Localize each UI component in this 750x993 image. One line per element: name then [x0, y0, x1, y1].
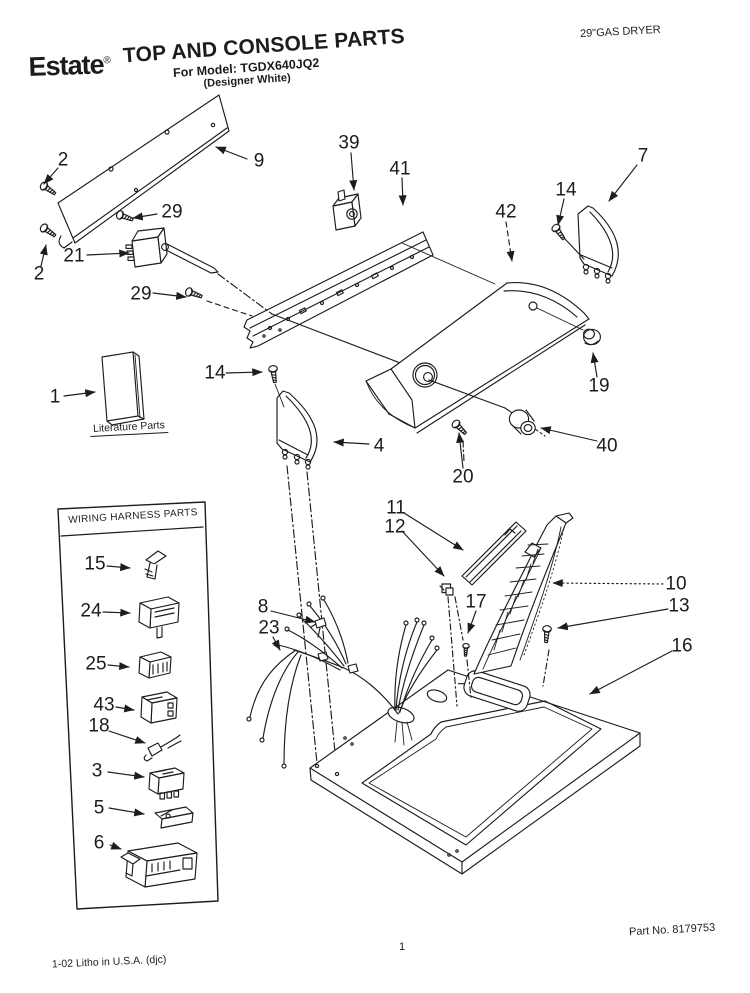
push-clip-icon [145, 551, 166, 579]
callout-2-lower: 2 [33, 263, 45, 285]
callout-1: 1 [49, 386, 61, 408]
multi-slot-connector-icon [149, 768, 184, 799]
callout-15: 15 [84, 553, 106, 575]
screw-14-left [267, 364, 284, 407]
callout-29-upper: 29 [161, 201, 183, 223]
terminal-block-icon [121, 843, 197, 887]
screw-14-right [550, 222, 584, 259]
callout-24: 24 [80, 600, 102, 622]
console-end-cap-left [277, 391, 317, 469]
console-support-rail [244, 232, 495, 348]
callout-19: 19 [588, 375, 610, 397]
screw-29-upper [114, 209, 135, 225]
callout-43: 43 [93, 694, 115, 716]
rear-console-panel [58, 95, 229, 248]
registered-mark: ® [103, 55, 110, 67]
lint-screen-clip [440, 584, 453, 595]
push-switch [333, 190, 361, 230]
screw-29-lower [183, 286, 252, 316]
callout-9: 9 [253, 150, 265, 172]
console-panel [366, 283, 589, 436]
screw-13 [541, 624, 553, 686]
main-wire-harness [247, 596, 439, 768]
crimp-terminal-icon [144, 735, 181, 761]
connector-shell-icon [141, 692, 177, 723]
screw-2-upper [38, 180, 59, 198]
brand-logo: Estate® [28, 49, 110, 82]
connector-cover-icon [155, 807, 193, 828]
callout-12: 12 [384, 516, 406, 538]
callout-5: 5 [93, 797, 105, 819]
callout-20: 20 [452, 466, 474, 488]
harness-clip [311, 618, 326, 637]
callout-42: 42 [495, 201, 517, 223]
callout-4: 4 [373, 435, 385, 457]
callout-14-right: 14 [555, 179, 577, 201]
callout-16: 16 [671, 635, 693, 657]
lint-screen [462, 522, 526, 585]
dryer-top-panel [310, 667, 640, 874]
callout-2-upper: 2 [57, 149, 69, 171]
callout-13: 13 [668, 595, 690, 617]
wiring-harness-box [58, 502, 218, 909]
timer [126, 228, 424, 372]
screw-17 [448, 597, 471, 706]
callout-17: 17 [465, 591, 487, 613]
callout-8: 8 [257, 596, 269, 618]
knob-clutch [509, 410, 535, 435]
callout-21: 21 [63, 245, 85, 267]
receptacle-connector-icon [139, 597, 179, 638]
screw-axis-left [287, 466, 317, 763]
callout-41: 41 [389, 158, 411, 180]
screw-2-lower [38, 222, 59, 240]
page-number: 1 [399, 941, 406, 953]
callout-6: 6 [93, 832, 105, 854]
callout-7: 7 [637, 145, 649, 167]
callout-40: 40 [596, 435, 618, 457]
callout-3: 3 [91, 760, 103, 782]
callout-10: 10 [665, 573, 687, 595]
literature-book [102, 352, 144, 425]
callout-29-lower: 29 [130, 283, 152, 305]
leader-lines [39, 147, 672, 849]
console-end-cap-right [578, 206, 618, 283]
callout-14-left: 14 [204, 362, 226, 384]
screw-20 [450, 418, 470, 462]
callout-39: 39 [338, 132, 360, 154]
callout-18: 18 [88, 715, 110, 737]
callout-23: 23 [258, 617, 280, 639]
callout-25: 25 [85, 653, 107, 675]
lint-duct-grille [474, 513, 573, 674]
callout-11: 11 [386, 497, 406, 519]
plug-connector-icon [139, 652, 171, 678]
timer-knob [584, 329, 601, 344]
